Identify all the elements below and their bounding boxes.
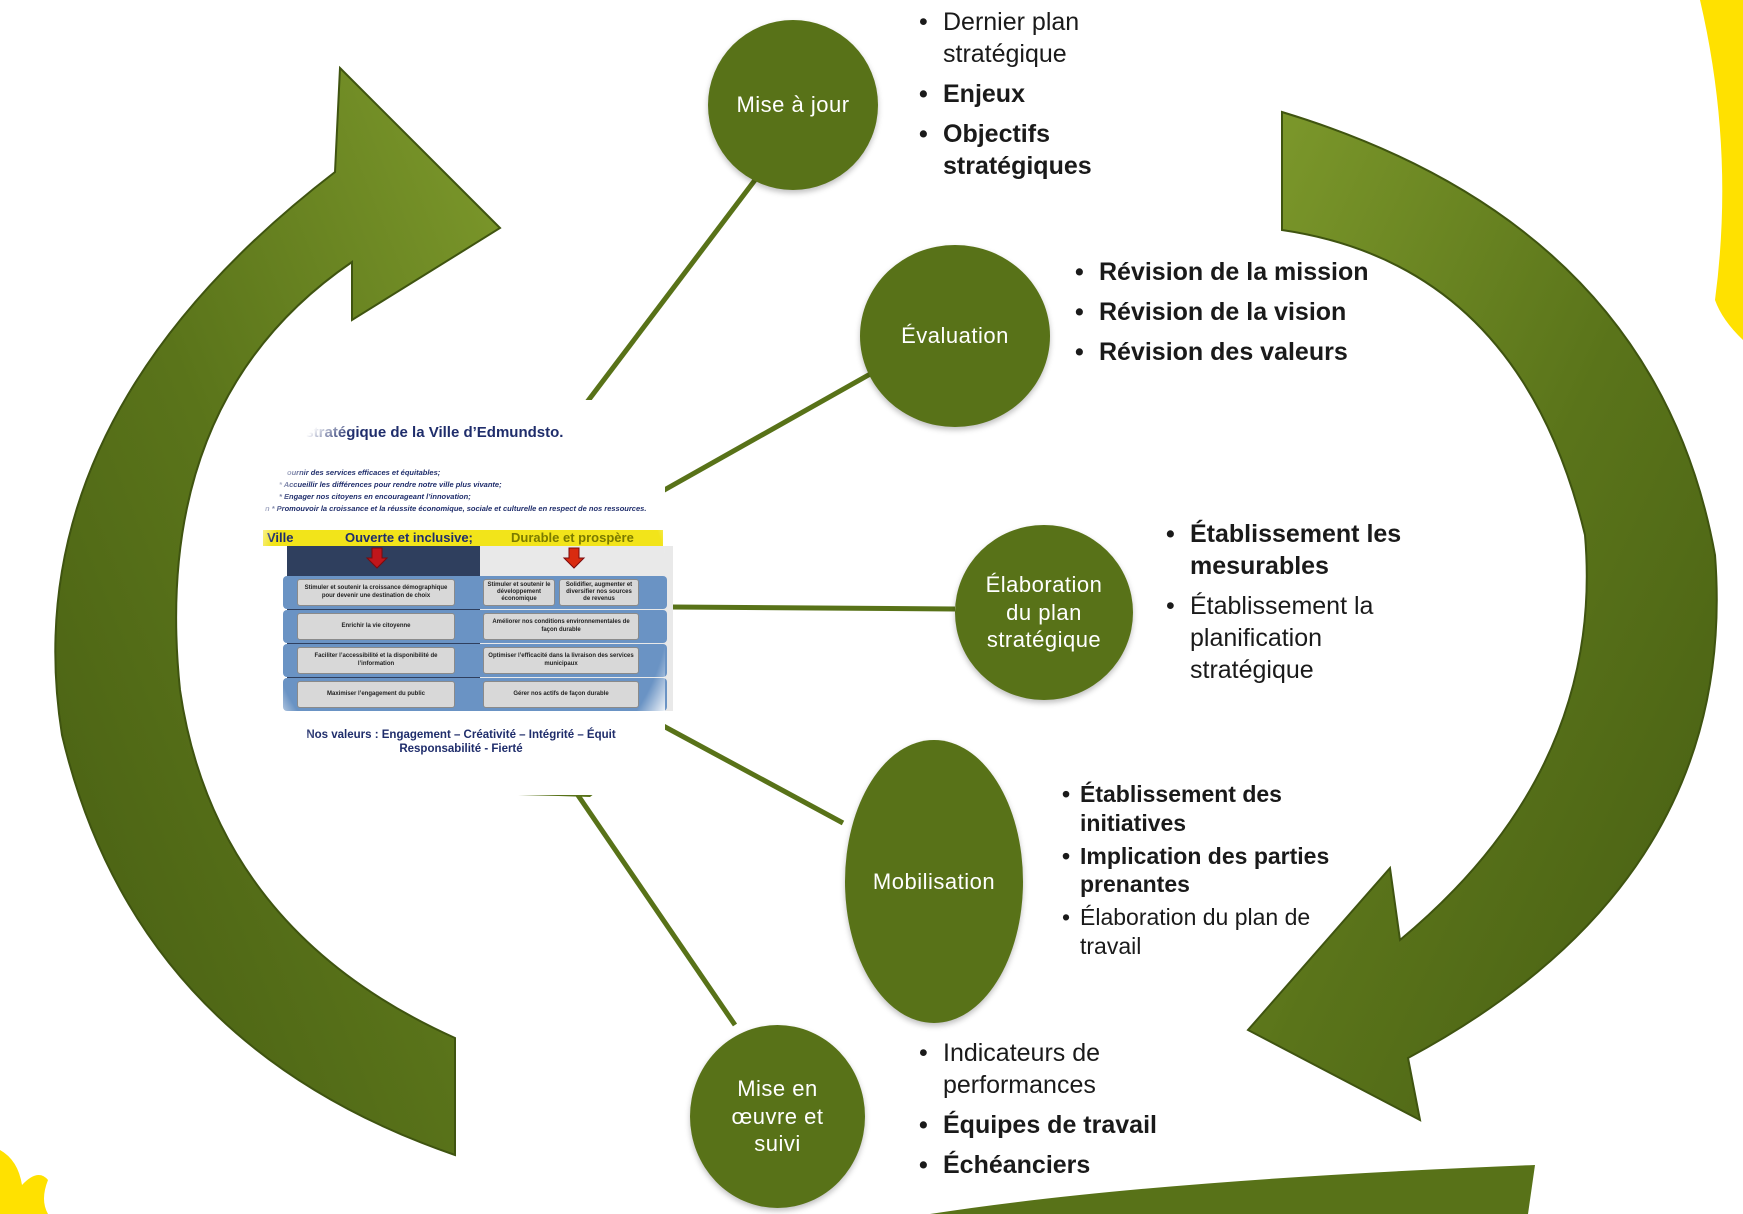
goal-cell: Améliorer nos conditions environnemental…	[483, 613, 639, 640]
values-line-2: Responsabilité - Fierté	[399, 743, 523, 756]
list-item: Établissement les mesurables	[1162, 518, 1432, 582]
band-durable: Durable et prospère	[511, 530, 634, 545]
list-evaluation: Révision de la mission Révision de la vi…	[1071, 256, 1391, 376]
list-item: Révision des valeurs	[1071, 336, 1391, 368]
goal-cell: Optimiser l’efficacité dans la livraison…	[483, 647, 639, 674]
vision-band: Ville Ouverte et inclusive; Durable et p…	[263, 530, 663, 546]
band-ville: Ville	[267, 530, 294, 545]
circle-elaboration: Élaboration du plan stratégique	[955, 525, 1133, 700]
mission-line-3: * Engager nos citoyens en encourageant l…	[279, 492, 471, 501]
goal-cell: Enrichir la vie citoyenne	[297, 613, 455, 640]
values-line-1: Nos valeurs : Engagement – Créativité – …	[306, 729, 616, 741]
circle-mise-a-jour: Mise à jour	[708, 20, 878, 190]
goal-cell: Maximiser l’engagement du public	[297, 681, 455, 708]
connector-mise-a-jour	[573, 178, 757, 420]
connector-evaluation	[641, 370, 874, 505]
goal-cell: Solidifier, augmenter et diversifier nos…	[559, 579, 639, 606]
circle-mobilisation: Mobilisation	[845, 740, 1023, 1023]
mission-line-4: n * Promouvoir la croissance et la réuss…	[265, 504, 647, 513]
left-cycle-arrow	[54, 65, 502, 1157]
list-item: Élaboration du plan de travail	[1062, 903, 1362, 961]
down-arrow-icon	[562, 547, 586, 569]
connector-mobilisation	[641, 712, 845, 826]
list-item: Échéanciers	[915, 1149, 1215, 1181]
goal-cell: Stimuler et soutenir la croissance démog…	[297, 579, 455, 606]
list-mise-en-oeuvre: Indicateurs de performances Équipes de t…	[915, 1037, 1215, 1189]
right-cycle-arrow	[1246, 110, 1718, 1122]
goal-cell: Stimuler et soutenir le développement éc…	[483, 579, 555, 606]
list-item: Objectifs stratégiques	[915, 118, 1175, 182]
plan-title: , stratégique de la Ville d’Edmundsto.	[297, 424, 564, 441]
strategic-plan-image: , stratégique de la Ville d’Edmundsto. o…	[257, 400, 673, 795]
connector-elaboration	[671, 604, 956, 612]
band-ouverte: Ouverte et inclusive;	[345, 530, 473, 545]
list-item: Établissement des initiatives	[1062, 780, 1362, 838]
circle-evaluation: Évaluation	[860, 245, 1050, 427]
list-item: Enjeux	[915, 78, 1175, 110]
mission-line-1: ournir des services efficaces et équitab…	[287, 468, 441, 477]
list-item: Révision de la vision	[1071, 296, 1391, 328]
yellow-accent-top-right	[1700, 0, 1743, 340]
list-mobilisation: Établissement des initiatives Implicatio…	[1062, 780, 1362, 965]
circle-mise-en-oeuvre: Mise en œuvre et suivi	[690, 1025, 865, 1208]
list-item: Indicateurs de performances	[915, 1037, 1215, 1101]
list-item: Implication des parties prenantes	[1062, 842, 1362, 900]
list-mise-a-jour: Dernier plan stratégique Enjeux Objectif…	[915, 6, 1175, 190]
goal-cell: Faciliter l’accessibilité et la disponib…	[297, 647, 455, 674]
bottom-green-swoosh	[930, 1165, 1535, 1214]
values-statement: Nos valeurs : Engagement – Créativité – …	[257, 728, 665, 757]
list-item: Dernier plan stratégique	[915, 6, 1175, 70]
connector-mise-en-oeuvre	[570, 786, 738, 1027]
down-arrow-icon	[365, 547, 389, 569]
list-item: Établissement la planification stratégiq…	[1162, 590, 1432, 686]
list-item: Équipes de travail	[915, 1109, 1215, 1141]
yellow-accent-bottom-left	[0, 1150, 48, 1214]
mission-line-2: * Accueillir les différences pour rendre…	[279, 480, 502, 489]
list-elaboration: Établissement les mesurables Établisseme…	[1162, 518, 1432, 694]
list-item: Révision de la mission	[1071, 256, 1391, 288]
goal-cell: Gérer nos actifs de façon durable	[483, 681, 639, 708]
